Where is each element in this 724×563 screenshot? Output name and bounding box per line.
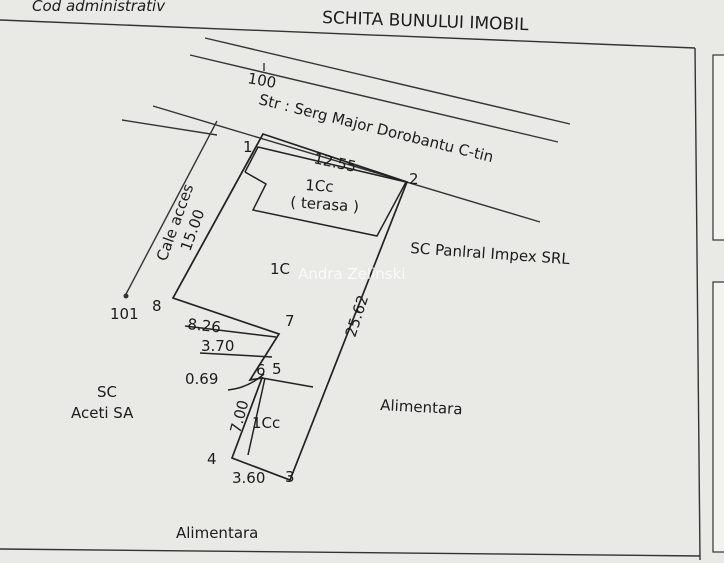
neighbor-right-bottom: Alimentara [380,396,463,418]
dimension-6-5: 0.69 [185,370,218,388]
dimension-5-4: 7.00 [226,398,252,435]
street-number: 100 [246,69,277,92]
dimension-line-3-70 [199,352,273,358]
terrace-building-code: 1Cc [305,176,334,196]
point-label-5: 5 [272,360,282,378]
sketch-title: SCHITA BUNULUI IMOBIL [322,8,530,35]
neighbor-left-line-2: Aceti SA [71,404,134,422]
point-label-1: 1 [243,138,253,156]
page-border-top [0,19,696,49]
side-box-top [712,54,724,241]
terrace-building-note: ( terasa ) [290,193,360,216]
side-box-bottom [712,281,724,553]
terrace-building-outline [244,146,408,237]
dimension-line-8-26 [184,325,277,338]
street-boundary-line [152,105,541,223]
street-line-2 [189,54,559,143]
point-label-4: 4 [207,450,217,468]
parcel-101-marker [123,293,129,299]
neighbor-left-line-1: SC [97,383,117,401]
cod-administrativ-label: Cod administrativ [32,0,166,15]
annex-building-code: 1Cc [252,414,280,432]
access-road-outer [124,120,218,297]
dimension-8-7: 8.26 [187,315,222,336]
parcel-number-101: 101 [110,305,139,323]
dimension-4-3: 3.60 [232,469,265,487]
main-building-code: 1C [270,260,290,278]
dimension-7-6: 3.70 [201,337,234,355]
watermark-text: Andra Zelinski [298,265,405,283]
page-border-right [694,47,701,561]
parcel-boundary [171,132,409,482]
point-label-3: 3 [285,468,295,486]
access-road-top [121,119,218,136]
dimension-2-3: 25.62 [342,293,372,339]
point-label-8: 8 [152,297,162,315]
point-label-7: 7 [285,312,295,330]
annex-inner-wall [247,377,266,456]
street-line-1 [204,37,571,125]
neighbor-right-top: SC Panlral Impex SRL [410,239,571,268]
dimension-arc-0-69 [227,373,265,391]
point-label-6: 6 [256,361,266,379]
page-border-bottom [0,548,701,557]
neighbor-bottom: Alimentara [176,524,258,542]
annex-divider [261,377,314,388]
point-label-2: 2 [409,170,419,188]
dimension-1-2: 12.55 [312,149,358,176]
